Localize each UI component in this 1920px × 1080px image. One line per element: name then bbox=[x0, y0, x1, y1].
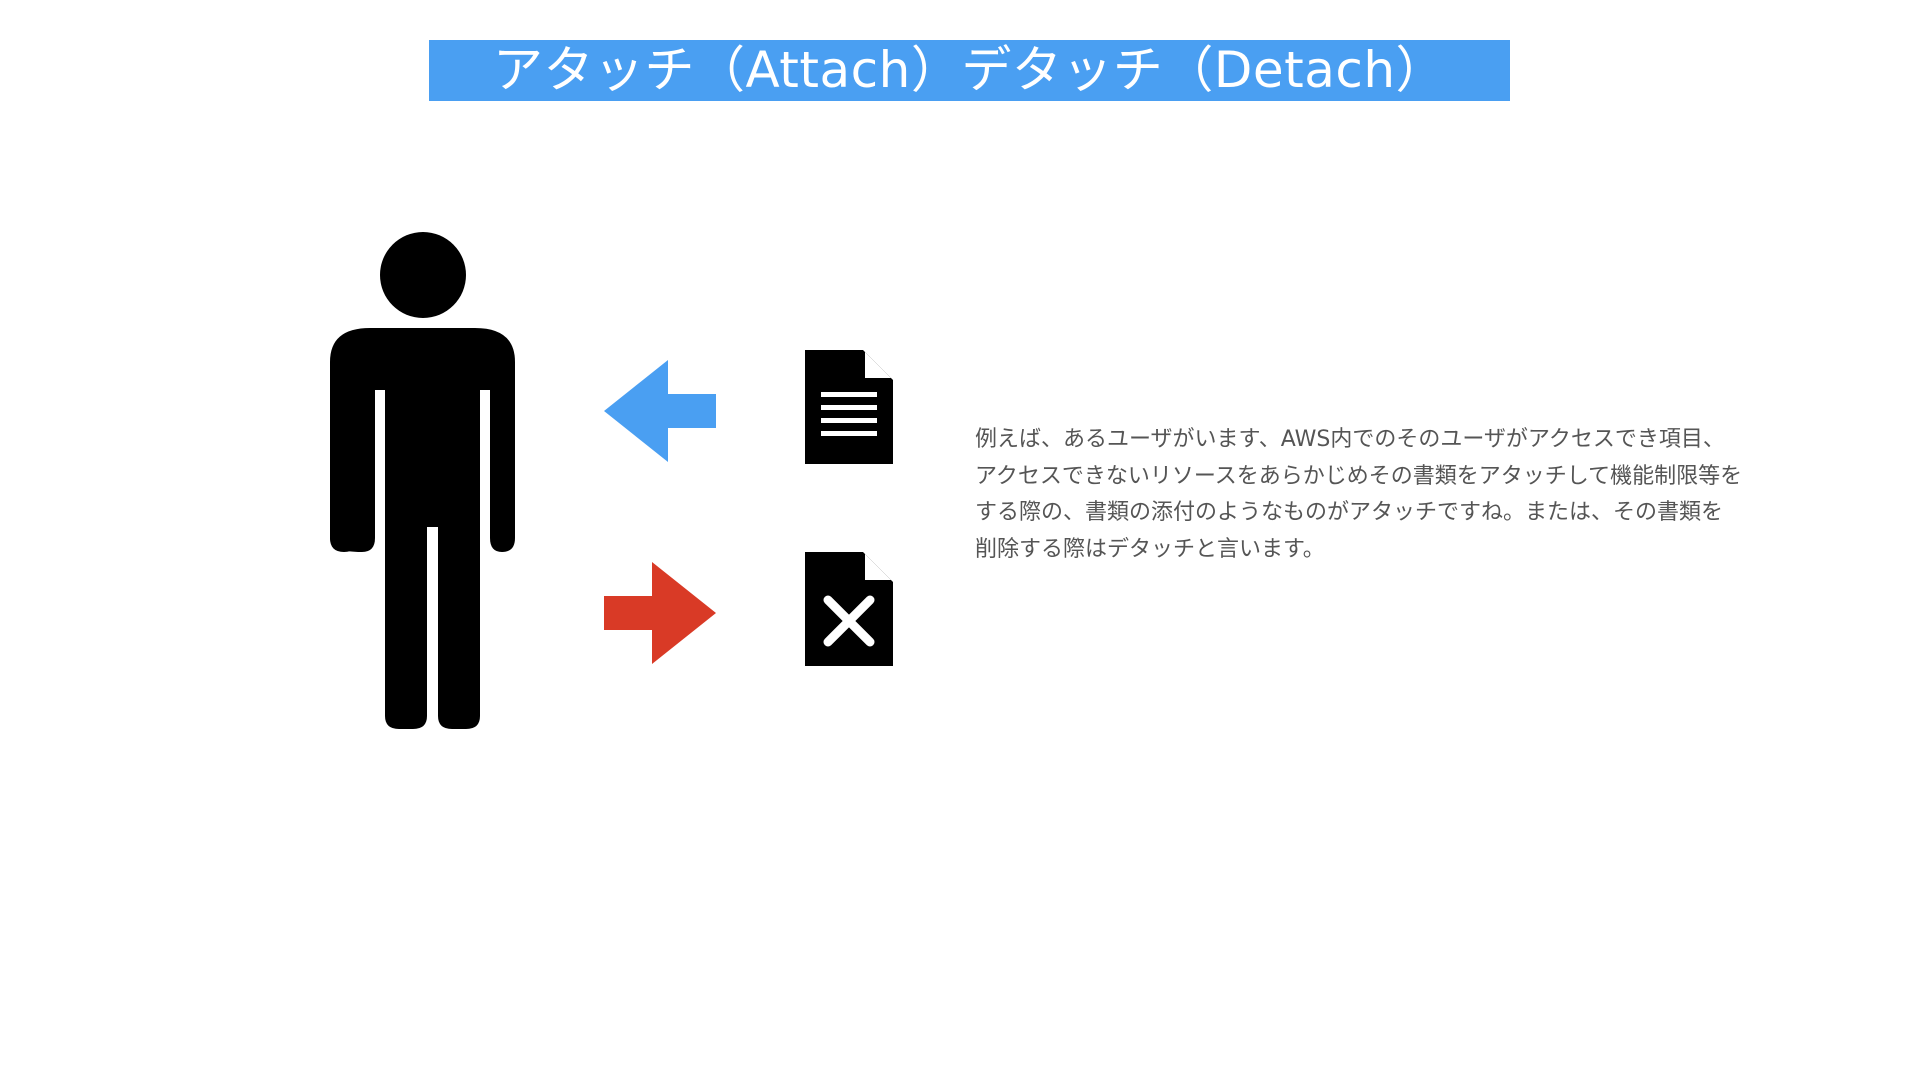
document-icon bbox=[805, 350, 893, 464]
page-title: アタッチ（Attach）デタッチ（Detach） bbox=[492, 41, 1447, 99]
arrow-left-icon bbox=[604, 360, 716, 462]
document-x-icon bbox=[805, 552, 893, 666]
title-bar: アタッチ（Attach）デタッチ（Detach） bbox=[429, 40, 1510, 101]
description-text: 例えば、あるユーザがいます、AWS内でのそのユーザがアクセスでき項目、 アクセス… bbox=[975, 427, 1743, 562]
person-icon bbox=[330, 232, 515, 729]
arrow-right-icon bbox=[604, 562, 716, 664]
